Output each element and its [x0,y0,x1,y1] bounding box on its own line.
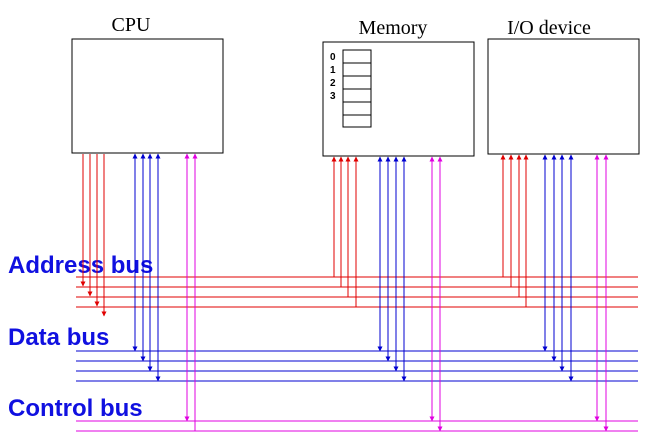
memory-box [322,41,475,157]
io-device-box [487,38,640,155]
control-bus-lines [76,420,638,432]
data-bus-label: Data bus [8,324,109,351]
control-bus-label: Control bus [8,395,143,422]
memory-cell-label: 1 [330,65,336,76]
io-data-connectors [542,154,574,382]
cpu-box [71,38,224,154]
memory-label: Memory [359,17,428,39]
cpu-data-connectors [132,153,161,382]
io-address-connectors [500,154,529,307]
memory-address-connectors [331,156,359,307]
memory-data-connectors [377,156,407,382]
memory-control-connectors [429,156,443,432]
cpu-address-connectors [80,154,107,317]
memory-cell-label: 3 [330,91,336,102]
memory-cell-stack [342,49,372,128]
memory-cell-label: 2 [330,78,336,89]
io-device-label: I/O device [507,17,591,39]
address-bus-label: Address bus [8,252,153,279]
cpu-control-connectors [184,153,198,431]
memory-cell-label: 0 [330,52,336,63]
io-control-connectors [594,154,609,432]
cpu-label: CPU [112,14,151,36]
